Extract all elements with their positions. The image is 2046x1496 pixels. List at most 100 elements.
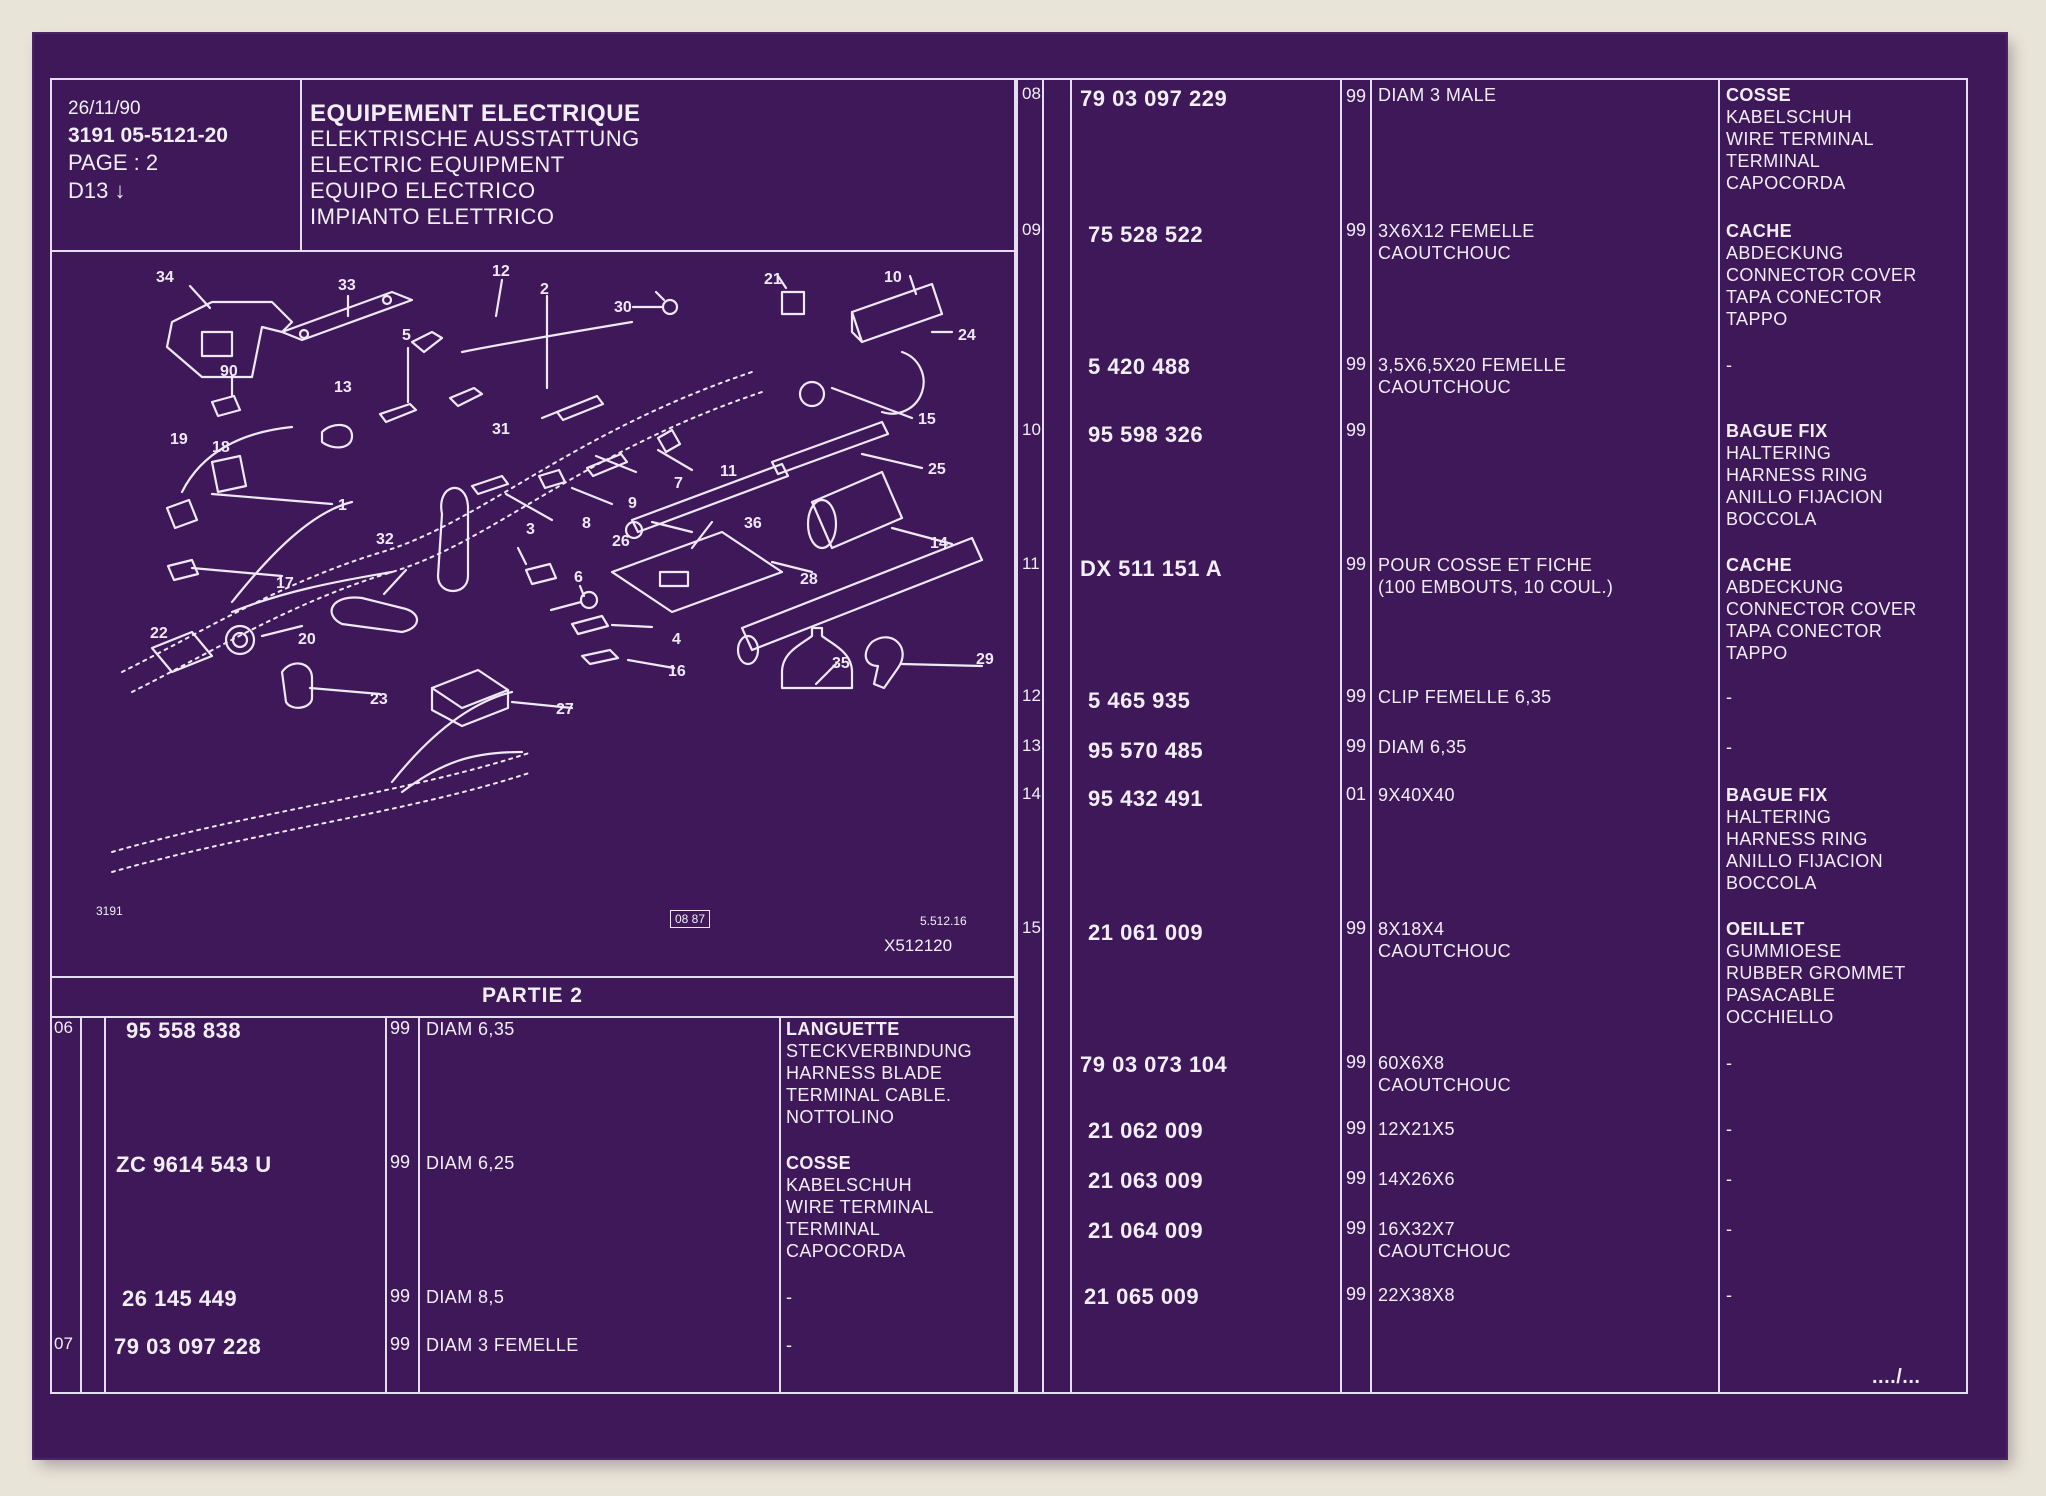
part-number: 21 061 009: [1088, 920, 1204, 945]
title-de: ELEKTRISCHE AUSSTATTUNG: [310, 126, 640, 151]
quantity: 99: [1346, 686, 1367, 706]
callout-90: 90: [220, 363, 238, 380]
callout-35: 35: [832, 655, 850, 672]
row-index: 15: [1022, 918, 1041, 937]
translations: -: [1726, 687, 1733, 707]
description: 12X21X5: [1378, 1119, 1455, 1139]
quantity: 99: [1346, 1218, 1367, 1238]
callout-23: 23: [370, 691, 388, 708]
right-panel-frame: [1016, 78, 1968, 1394]
description: 22X38X8: [1378, 1285, 1455, 1305]
part-number: DX 511 151 A: [1080, 556, 1223, 581]
description: 14X26X6: [1378, 1169, 1455, 1189]
callout-17: 17: [276, 575, 294, 592]
callout-14: 14: [930, 535, 948, 552]
diagram-ref-left: 3191: [96, 904, 123, 918]
description: DIAM 6,25: [426, 1153, 515, 1173]
callout-5: 5: [402, 327, 411, 344]
translations: -: [1726, 1285, 1733, 1305]
part-number: 5 420 488: [1088, 354, 1191, 379]
row-index: 14: [1022, 784, 1041, 803]
translations: -: [786, 1287, 793, 1307]
quantity: 99: [1346, 1118, 1367, 1138]
translations: COSSE KABELSCHUH WIRE TERMINAL TERMINAL …: [786, 1153, 934, 1261]
callout-20: 20: [298, 631, 316, 648]
callout-2: 2: [540, 281, 549, 298]
description: DIAM 3 FEMELLE: [426, 1335, 579, 1355]
translations: -: [1726, 1169, 1733, 1189]
title-en: ELECTRIC EQUIPMENT: [310, 152, 565, 177]
callout-26: 26: [612, 533, 630, 550]
row-index: 09: [1022, 220, 1041, 239]
quantity: 99: [1346, 918, 1367, 938]
description: 9X40X40: [1378, 785, 1455, 805]
callout-7: 7: [674, 475, 683, 492]
callout-15: 15: [918, 411, 936, 428]
row-index: 12: [1022, 686, 1041, 705]
part-number: 95 570 485: [1088, 738, 1204, 763]
row-index: 06: [54, 1018, 73, 1037]
callout-12: 12: [492, 263, 510, 280]
translations: -: [1726, 1053, 1733, 1073]
row-index: 13: [1022, 736, 1041, 755]
part-number: 75 528 522: [1088, 222, 1204, 247]
callout-22: 22: [150, 625, 168, 642]
callout-13: 13: [334, 379, 352, 396]
header-date: 26/11/90: [68, 98, 141, 119]
callout-33: 33: [338, 277, 356, 294]
title-it: IMPIANTO ELETTRICO: [310, 204, 555, 229]
description: DIAM 3 MALE: [1378, 85, 1497, 105]
callout-24: 24: [958, 327, 976, 344]
translations: -: [1726, 1219, 1733, 1239]
header-ref: 3191 05-5121-20: [68, 124, 228, 147]
callout-8: 8: [582, 515, 591, 532]
part-number: 21 062 009: [1088, 1118, 1204, 1143]
translations: -: [1726, 1119, 1733, 1139]
exploded-parts-diagram: 34 33 12 2 30 21 10 24 5 13 90 15 31 11 …: [111, 263, 994, 873]
callout-25: 25: [928, 461, 946, 478]
quantity: 99: [1346, 1284, 1367, 1304]
callout-36: 36: [744, 515, 762, 532]
translations: -: [786, 1335, 793, 1355]
description: POUR COSSE ET FICHE(100 EMBOUTS, 10 COUL…: [1378, 555, 1614, 597]
left-panel-frame: [50, 78, 1016, 1394]
callout-4: 4: [672, 631, 681, 648]
diagram-ref-code: X512120: [884, 936, 953, 955]
quantity: 99: [390, 1334, 411, 1354]
row-index: 08: [1022, 84, 1041, 103]
quantity: 99: [1346, 1168, 1367, 1188]
callout-30: 30: [614, 299, 632, 316]
translations: LANGUETTE STECKVERBINDUNG HARNESS BLADE …: [786, 1019, 973, 1127]
header-code: D13 ↓: [68, 178, 126, 203]
part-number: 21 065 009: [1084, 1284, 1200, 1309]
quantity: 99: [390, 1152, 411, 1172]
quantity: 99: [1346, 1052, 1367, 1072]
callout-28: 28: [800, 571, 818, 588]
callout-10: 10: [884, 269, 902, 286]
callout-27: 27: [556, 701, 574, 718]
diagram-ref-box: 08 87: [670, 910, 711, 928]
row-index: 11: [1022, 554, 1040, 573]
diagram-ref-right: 5.512.16: [920, 914, 967, 928]
part-number: 5 465 935: [1088, 688, 1191, 713]
translations: -: [1726, 737, 1733, 757]
quantity: 99: [1346, 420, 1367, 440]
description: CLIP FEMELLE 6,35: [1378, 687, 1552, 707]
quantity: 99: [1346, 220, 1367, 240]
callout-6: 6: [574, 569, 583, 586]
callout-1: 1: [338, 497, 347, 514]
callout-18: 18: [212, 439, 230, 456]
callout-34: 34: [156, 269, 174, 286]
description: DIAM 6,35: [1378, 737, 1467, 757]
arrow-down-icon: ↓: [114, 178, 126, 203]
